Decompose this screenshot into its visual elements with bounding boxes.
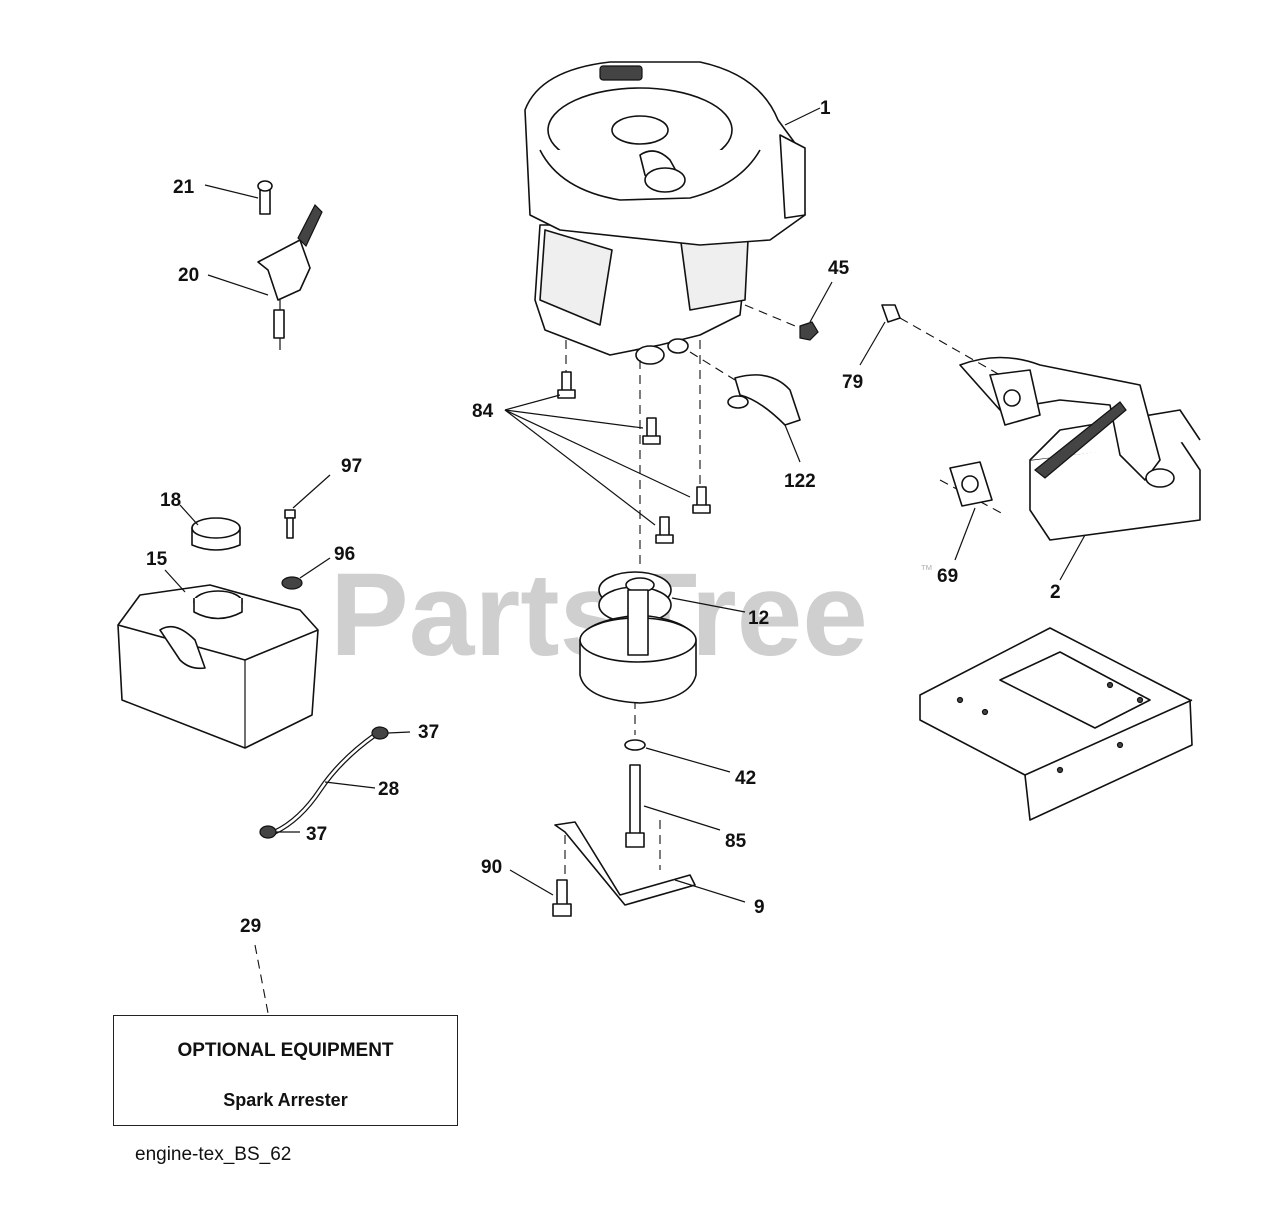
callout-122: 122 — [784, 471, 816, 492]
callout-2: 2 — [1050, 582, 1061, 603]
optional-equipment-title: OPTIONAL EQUIPMENT — [177, 1040, 394, 1061]
callout-9: 9 — [754, 897, 765, 918]
callout-37-lower: 37 — [306, 824, 327, 845]
callout-29: 29 — [240, 916, 261, 937]
callout-45: 45 — [828, 258, 850, 279]
leader-29 — [254, 944, 269, 1014]
throttle-control-part — [204, 180, 323, 350]
watermark-trademark: ™ — [920, 562, 933, 577]
callout-12: 12 — [748, 608, 769, 629]
bolt-84-group — [504, 340, 711, 544]
callout-21: 21 — [173, 177, 195, 198]
callout-85: 85 — [725, 831, 747, 852]
callout-90: 90 — [481, 857, 502, 878]
mounting-frame-part — [919, 627, 1193, 821]
pulley-part — [579, 571, 746, 848]
callout-28: 28 — [378, 779, 399, 800]
callout-84: 84 — [472, 401, 494, 422]
fuel-tank-part — [117, 474, 331, 749]
callout-15: 15 — [146, 549, 168, 570]
optional-equipment-box: OPTIONAL EQUIPMENT Spark Arrester — [113, 1015, 458, 1126]
engine-part — [524, 61, 821, 365]
callout-18: 18 — [160, 490, 181, 511]
heat-shield-part — [689, 351, 801, 463]
callout-79: 79 — [842, 372, 863, 393]
callout-96: 96 — [334, 544, 355, 565]
optional-equipment-item: Spark Arrester — [223, 1090, 348, 1110]
callout-69: 69 — [937, 566, 958, 587]
callout-1: 1 — [820, 98, 831, 119]
callout-42: 42 — [735, 768, 756, 789]
callout-37-upper: 37 — [418, 722, 439, 743]
nut-45-part — [744, 281, 833, 341]
fuel-line-part — [259, 726, 411, 839]
callout-97: 97 — [341, 456, 362, 477]
callout-20: 20 — [178, 265, 199, 286]
bracket-part — [509, 820, 746, 917]
diagram-caption: engine-tex_BS_62 — [135, 1144, 292, 1165]
muffler-part — [859, 304, 1201, 581]
